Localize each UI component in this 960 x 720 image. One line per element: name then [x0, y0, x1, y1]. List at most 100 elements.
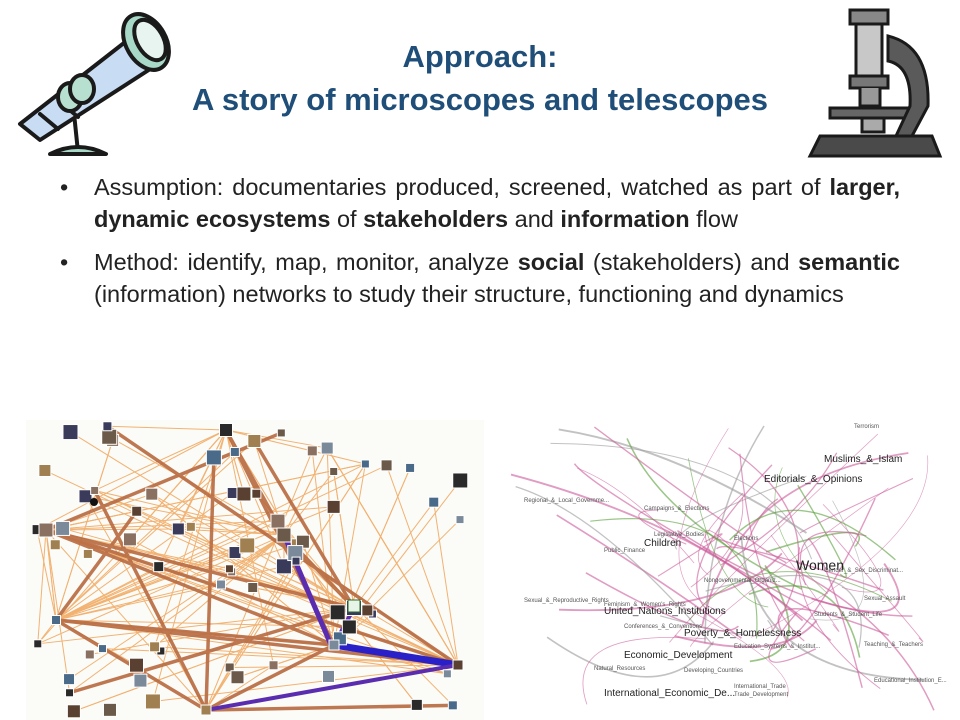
network-node-avatar [224, 564, 234, 574]
semantic-node-label: Educational_Institution_E... [874, 678, 947, 684]
bullet-emphasis: social [517, 248, 585, 275]
network-edge [705, 574, 862, 648]
bullet-text: of [330, 205, 364, 232]
network-node-avatar [329, 604, 346, 621]
network-edge [151, 493, 335, 646]
network-node-avatar [360, 459, 370, 469]
network-edge [55, 566, 159, 621]
network-node-avatar [268, 660, 279, 671]
network-node-avatar [328, 639, 340, 651]
bullet-text: Assumption: documentaries produced, scre… [94, 174, 830, 200]
network-edge [748, 585, 861, 658]
network-node-avatar [410, 698, 423, 711]
bullet-text: (stakeholders) and [584, 248, 799, 275]
network-node-avatar [291, 556, 301, 566]
network-edge [550, 442, 813, 560]
network-edge-strong [93, 489, 208, 711]
social-network-graph [26, 420, 488, 720]
network-edge [45, 506, 334, 531]
network-node-avatar [149, 641, 161, 653]
network-edge [225, 429, 245, 495]
network-node-avatar [405, 462, 416, 473]
network-edge-strong [252, 440, 356, 609]
network-edge [546, 636, 715, 678]
network-edge [556, 514, 742, 639]
network-node-avatar [82, 548, 93, 559]
network-edge [433, 502, 459, 666]
semantic-node-label: Economic_Development [624, 650, 733, 661]
network-edge [333, 471, 355, 609]
network-node-avatar [447, 700, 458, 711]
network-edge [154, 646, 459, 666]
network-node-avatar [131, 505, 143, 517]
network-edge [45, 529, 57, 621]
semantic-node-label: International_Trade [734, 684, 786, 690]
network-node-avatar [380, 459, 393, 472]
network-node-avatar [122, 532, 137, 547]
semantic-node-label: International_Economic_De... [604, 688, 735, 699]
network-node-avatar [329, 466, 339, 476]
network-node-avatar [306, 445, 318, 457]
network-node-avatar [251, 488, 262, 499]
network-edge [333, 480, 461, 646]
network-edge-purple [204, 663, 460, 712]
network-edge [36, 429, 227, 531]
network-edge [45, 529, 207, 711]
network-edge [577, 467, 695, 564]
network-edge [739, 453, 805, 642]
title-line-2: A story of microscopes and telescopes [192, 81, 768, 117]
network-edge [353, 501, 435, 609]
semantic-node-label: Women [796, 557, 844, 573]
network-node-avatar [205, 449, 222, 466]
network-edge [45, 529, 71, 693]
bullet-item-method: •Method: identify, map, monitor, analyze… [60, 247, 900, 311]
bullet-text: Method: identify, map, monitor, analyze [94, 248, 518, 275]
semantic-node-label: Natural_Resources [594, 666, 645, 672]
network-node-avatar [38, 522, 54, 538]
network-node-avatar [84, 649, 95, 660]
title-line-1: Approach: [402, 39, 558, 74]
network-node-avatar [129, 657, 145, 673]
semantic-node-label: Trade_Development [734, 692, 788, 698]
telescope-icon [18, 12, 171, 156]
network-edge-strong [205, 643, 335, 712]
network-node-avatar [38, 463, 52, 477]
network-edge-strong [106, 424, 459, 667]
network-edge [720, 452, 838, 566]
network-edge [55, 440, 255, 621]
network-node-avatar [63, 673, 76, 686]
network-edge [386, 465, 459, 666]
network-node-avatar [229, 446, 240, 457]
network-node-avatar [442, 669, 452, 679]
network-node-avatar [322, 669, 336, 683]
network-edge [326, 447, 459, 666]
network-node-avatar [247, 582, 259, 594]
network-edge [797, 484, 847, 579]
network-edge [283, 447, 328, 536]
network-node-avatar [236, 486, 252, 502]
network-edge [225, 429, 328, 449]
semantic-node-label: Nongovernmental_Organiz... [704, 578, 781, 584]
network-node-avatar [275, 558, 292, 575]
network-edge [283, 471, 335, 536]
network-edge [676, 529, 913, 617]
network-node-avatar [276, 527, 292, 543]
network-node-avatar [55, 520, 71, 536]
semantic-network-graph: Muslims_&_IslamEditorials_&_OpinionsRegi… [484, 420, 960, 720]
semantic-node-label: Regional_&_Local_Governme... [524, 498, 609, 504]
network-edge [831, 533, 924, 642]
network-node-avatar [200, 704, 212, 716]
network-edge [674, 619, 818, 648]
network-node-avatar [102, 702, 117, 717]
bullet-emphasis: semantic [798, 248, 900, 275]
bullet-emphasis: stakeholders [363, 205, 509, 232]
network-edge [774, 467, 829, 595]
network-edge-strong [69, 606, 355, 695]
network-edge [765, 531, 861, 553]
network-edge [822, 504, 882, 593]
network-edge-strong [45, 528, 355, 610]
semantic-node-label: Legislative_Bodies [654, 532, 704, 538]
semantic-node-label: Elections [734, 536, 758, 542]
network-edge [283, 565, 355, 609]
network-edge [85, 496, 207, 711]
